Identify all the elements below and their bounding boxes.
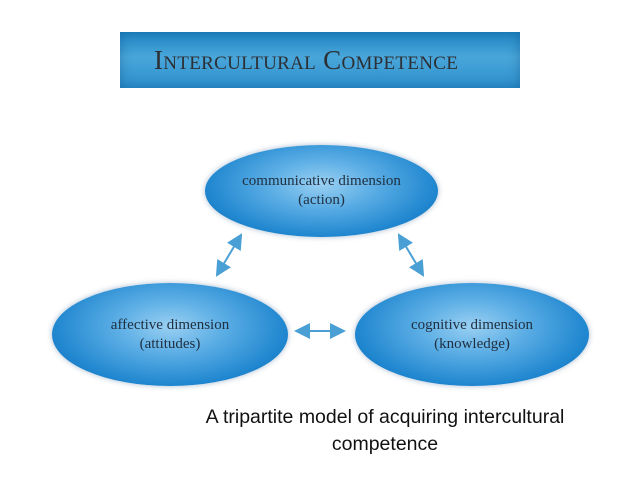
diagram-title: Intercultural Competence — [154, 44, 459, 75]
node-communicative-dimension: communicative dimension (action) — [205, 145, 438, 237]
caption-line: A tripartite model of acquiring intercul… — [205, 406, 565, 428]
node-cognitive-dimension: cognitive dimension (knowledge) — [355, 283, 589, 386]
arrow-top-left — [215, 233, 243, 277]
arrow-top-right — [397, 233, 425, 277]
node-label: affective dimension — [110, 316, 230, 333]
node-sublabel: (attitudes) — [139, 335, 201, 352]
node-affective-dimension: affective dimension (attitudes) — [52, 283, 288, 386]
caption-line: competence — [331, 433, 439, 455]
node-label: communicative dimension — [242, 173, 401, 189]
node-sublabel: (action) — [298, 192, 345, 208]
title-banner: Intercultural Competence — [120, 32, 520, 88]
caption: A tripartite model of acquiring intercul… — [150, 404, 620, 458]
node-sublabel: (knowledge) — [434, 335, 510, 352]
node-label: cognitive dimension — [410, 316, 534, 333]
